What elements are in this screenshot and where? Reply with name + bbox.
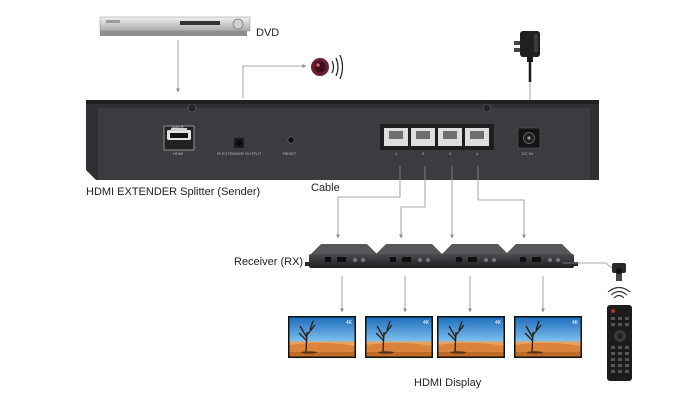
port-number-1: 1 xyxy=(395,151,398,156)
dvd-player xyxy=(99,16,251,36)
remote-control-icon xyxy=(607,305,632,381)
display-label: HDMI Display xyxy=(414,377,482,389)
receiver-box-4 xyxy=(500,244,578,268)
receiver-label: Receiver (RX) xyxy=(234,256,304,268)
ir-cable-line xyxy=(242,64,307,98)
ir-signal-icon xyxy=(607,286,631,299)
port-number-2: 2 xyxy=(422,151,425,156)
ir-transmitter-icon xyxy=(311,54,344,80)
hdmi-display-2 xyxy=(364,315,434,359)
dvd-label: DVD xyxy=(256,27,280,39)
reset-button xyxy=(287,136,295,144)
dc-in-jack xyxy=(517,127,541,149)
port-number-4: 4 xyxy=(476,151,479,156)
hdmi-display-1 xyxy=(287,315,357,359)
hdmi-input-tag: INPUT xyxy=(172,125,184,130)
ir-output-label: IR EXTENDER OUTPUT xyxy=(217,151,262,156)
hdmi-display-4 xyxy=(513,315,583,359)
ir-receiver-icon xyxy=(612,263,626,281)
cable-label: Cable xyxy=(311,182,340,194)
power-adapter-icon xyxy=(514,31,540,82)
sender-label: HDMI EXTENDER Splitter (Sender) xyxy=(86,186,261,198)
cable-arrows xyxy=(336,166,526,239)
hdmi-display-3 xyxy=(436,315,506,359)
port-number-3: 3 xyxy=(449,151,452,156)
dc-in-label: DC IN xyxy=(522,151,533,156)
ir-output-jack xyxy=(234,138,244,148)
hdmi-input-port xyxy=(163,125,195,151)
hdmi-port-label: HDMI xyxy=(173,151,184,156)
display-arrows xyxy=(340,276,545,313)
reset-label: RESET xyxy=(283,151,297,156)
rj45-port-group xyxy=(380,124,494,150)
